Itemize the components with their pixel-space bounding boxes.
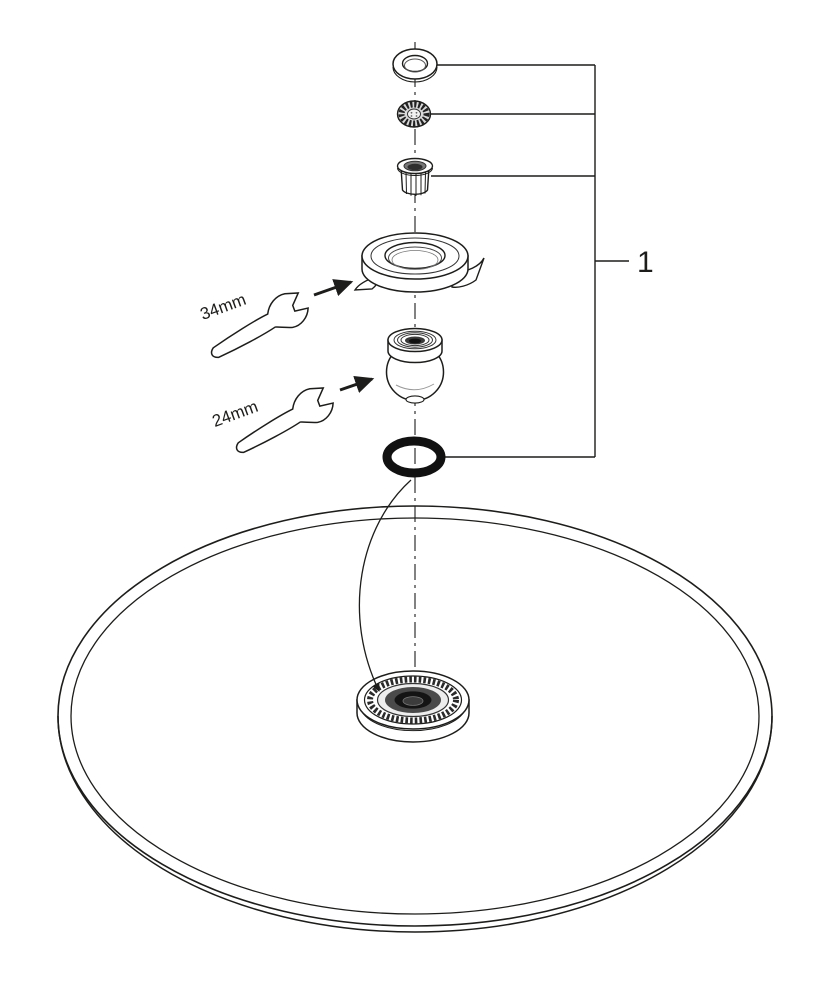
wrench-24mm-label: 24mm [210,397,261,431]
callout-bracket [431,64,629,458]
wrench-34mm-label: 34mm [198,290,249,324]
plate-thickness-edge [57,715,773,933]
cover-ring [392,48,438,83]
plate-connector [356,670,470,743]
oring-leader-line [358,479,412,692]
wrench-34mm-arrow [313,279,354,297]
wrench-34mm-icon [210,279,354,359]
threaded-insert [396,157,434,196]
callout-label-1: 1 [637,246,654,279]
filter-knurl-ring [398,101,430,127]
collar-nut [353,232,485,293]
connector-knurl-ring [367,676,459,724]
ball-joint [385,327,445,404]
wrench-24mm-icon [235,375,375,454]
filter-washer [396,100,432,128]
o-ring [382,436,446,478]
wrench-24mm-arrow [339,375,375,393]
